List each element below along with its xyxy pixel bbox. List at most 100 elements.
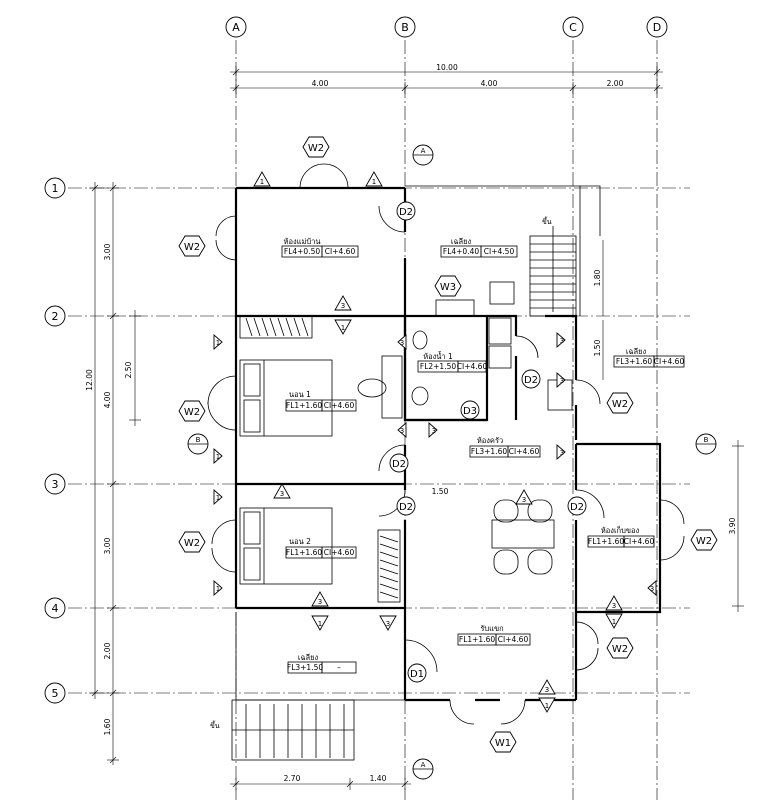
svg-text:D2: D2 — [392, 459, 406, 470]
svg-text:D2: D2 — [399, 207, 413, 218]
svg-text:เฉลียง: เฉลียง — [451, 237, 472, 246]
svg-text:FL3+1.60: FL3+1.60 — [471, 447, 507, 456]
stairs-label-bottom: ขึ้น — [210, 719, 220, 730]
svg-text:CI+4.60: CI+4.60 — [324, 401, 355, 410]
dim-top-cd: 2.00 — [607, 79, 624, 88]
svg-text:รับแขก: รับแขก — [480, 624, 503, 633]
grid-bubble-a: A — [225, 16, 247, 38]
dim-top-ab: 4.00 — [312, 79, 329, 88]
svg-text:FL1+1.60: FL1+1.60 — [286, 401, 322, 410]
door-tags: D2 D2 D3 D2 D2 D2 D1 — [389, 201, 587, 683]
dim-left-3-4: 3.00 — [103, 537, 112, 554]
room-label-kitchen: ห้องครัว FL3+1.60 CI+4.60 — [469, 436, 541, 458]
svg-text:D: D — [653, 21, 661, 34]
dim-right-lower: 3.90 — [728, 517, 737, 534]
svg-text:ห้องครัว: ห้องครัว — [477, 436, 503, 445]
dim-left-1-2: 3.00 — [103, 243, 112, 260]
svg-text:เฉลียง: เฉลียง — [626, 347, 647, 356]
top-dimensions: 10.00 4.00 4.00 2.00 — [230, 63, 663, 94]
svg-text:1: 1 — [341, 324, 345, 332]
svg-text:4: 4 — [52, 602, 59, 615]
right-dimensions: 1.80 1.50 3.90 1.50 — [432, 240, 744, 612]
svg-text:A: A — [421, 147, 426, 155]
svg-text:C: C — [569, 21, 577, 34]
svg-text:FL4+0.40: FL4+0.40 — [443, 247, 479, 256]
grid-bubble-c: C — [562, 16, 584, 38]
dim-left-4-5: 2.00 — [103, 642, 112, 659]
room-label-bedroom-2: นอน 2 FL1+1.60 CI+4.60 — [285, 537, 357, 559]
svg-text:B: B — [401, 21, 409, 34]
dim-left-total: 12.00 — [85, 369, 94, 391]
svg-text:3: 3 — [545, 686, 549, 694]
svg-text:CI+4.60: CI+4.60 — [324, 548, 355, 557]
svg-text:3: 3 — [650, 585, 654, 593]
dim-left-2-3: 4.00 — [103, 391, 112, 408]
svg-text:FL3+1.50: FL3+1.50 — [287, 663, 323, 672]
svg-text:3: 3 — [612, 602, 616, 610]
svg-text:FL4+0.50: FL4+0.50 — [284, 247, 320, 256]
stairs-bottom: ขึ้น — [210, 704, 354, 758]
room-label-veranda-right: เฉลียง FL3+1.60 CI+4.60 — [613, 347, 685, 368]
door-tag-d2-4: D2 — [396, 496, 416, 516]
svg-text:CI+4.60: CI+4.60 — [654, 357, 685, 366]
window-tag-w2-r3: W2 — [606, 637, 634, 659]
svg-text:1: 1 — [260, 178, 264, 186]
bed-2 — [239, 507, 333, 585]
svg-text:3: 3 — [560, 377, 564, 385]
svg-text:W2: W2 — [612, 399, 628, 410]
dim-right-upper: 1.80 — [593, 269, 602, 286]
svg-text:CI+4.50: CI+4.50 — [484, 247, 515, 256]
section-b-right: B — [695, 433, 717, 455]
grid-axes — [68, 40, 690, 800]
svg-text:3: 3 — [400, 339, 404, 347]
room-label-veranda-front: เฉลียง FL3+1.50 – — [287, 653, 357, 674]
svg-text:CI+4.60: CI+4.60 — [457, 362, 488, 371]
svg-text:FL2+1.50: FL2+1.50 — [420, 362, 456, 371]
room-label-bedroom-1: นอน 1 FL1+1.60 CI+4.60 — [285, 390, 357, 412]
svg-text:ห้องน้ำ 1: ห้องน้ำ 1 — [423, 351, 453, 361]
svg-text:ห้องแม่บ้าน: ห้องแม่บ้าน — [284, 237, 321, 246]
window-tag-w2-l2: W2 — [178, 400, 206, 422]
grid-bubble-4: 4 — [44, 597, 66, 619]
svg-text:1: 1 — [52, 182, 59, 195]
svg-text:FL1+1.60: FL1+1.60 — [459, 635, 495, 644]
svg-text:CI+4.60: CI+4.60 — [509, 447, 540, 456]
bed-1 — [239, 359, 333, 437]
room-label-living: รับแขก FL1+1.60 CI+4.60 — [457, 624, 531, 646]
svg-text:นอน 2: นอน 2 — [289, 537, 311, 546]
window-tag-w2-l3: W2 — [178, 531, 206, 553]
section-a-bottom: A — [412, 758, 434, 780]
window-tag-w3: W3 — [434, 275, 462, 297]
svg-text:3: 3 — [400, 427, 404, 435]
svg-text:D1: D1 — [410, 669, 424, 680]
svg-text:D2: D2 — [570, 502, 584, 513]
grid-bubble-3: 3 — [44, 473, 66, 495]
svg-text:3: 3 — [318, 598, 322, 606]
grid-bubble-b: B — [394, 16, 416, 38]
room-label-veranda-top: เฉลียง FL4+0.40 CI+4.50 — [440, 237, 518, 258]
bath-fixtures — [357, 281, 573, 419]
svg-text:CI+4.60: CI+4.60 — [325, 247, 356, 256]
svg-text:W2: W2 — [184, 407, 200, 418]
room-label-storage: ห้องเก็บของ FL1+1.60 CI+4.60 — [587, 525, 654, 548]
dim-interior: 1.50 — [432, 487, 449, 496]
bottom-dimensions: 2.70 1.40 — [230, 774, 411, 790]
svg-text:W3: W3 — [440, 282, 456, 293]
svg-text:5: 5 — [52, 687, 59, 700]
svg-text:3: 3 — [522, 496, 526, 504]
window-tag-w2-r2: W2 — [690, 529, 718, 551]
svg-text:1: 1 — [216, 453, 220, 461]
dim-bottom-right: 1.40 — [370, 774, 387, 783]
window-tags: W2 W3 W2 W2 W2 W2 W2 W2 W1 — [178, 136, 718, 753]
door-tag-d3: D3 — [460, 400, 480, 420]
row-bubbles: 1 2 3 4 5 — [44, 177, 66, 704]
svg-text:W2: W2 — [184, 242, 200, 253]
section-a-top: A — [412, 144, 434, 166]
svg-text:2: 2 — [52, 310, 59, 323]
column-bubbles: A B C D — [225, 16, 668, 38]
svg-text:ห้องเก็บของ: ห้องเก็บของ — [601, 525, 640, 535]
grid-bubble-5: 5 — [44, 682, 66, 704]
wardrobe-1 — [239, 315, 313, 339]
svg-text:3: 3 — [386, 620, 390, 628]
